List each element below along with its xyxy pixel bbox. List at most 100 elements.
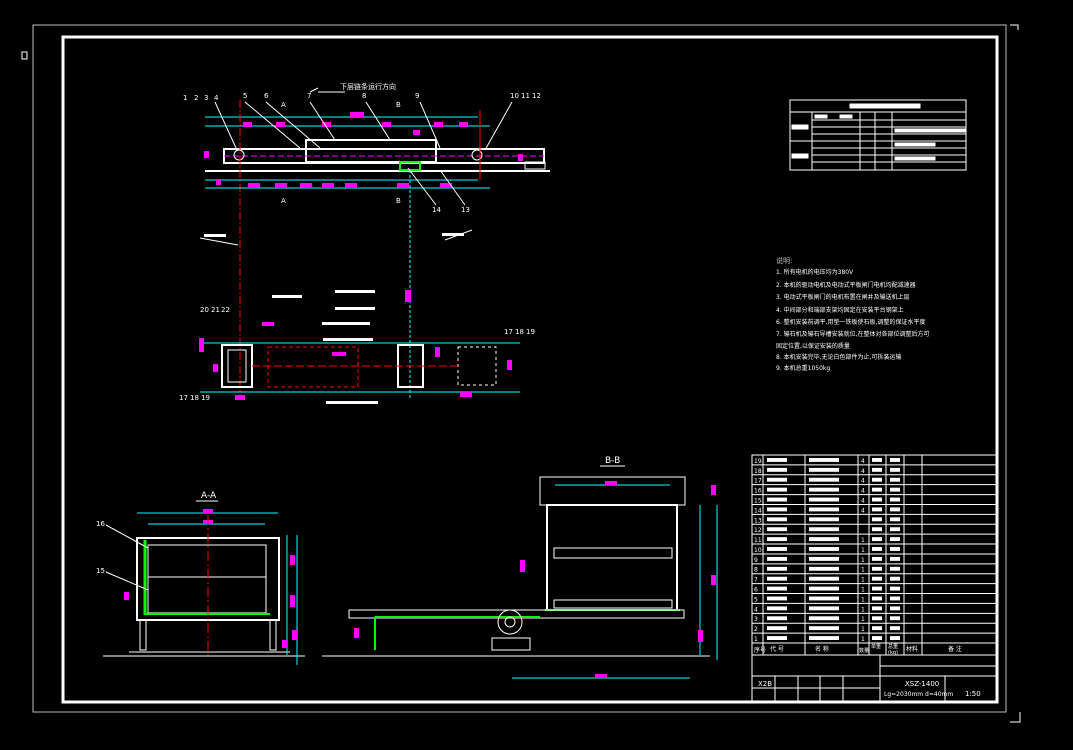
row-quantity: 4 bbox=[861, 468, 865, 475]
corner-mark bbox=[21, 51, 28, 60]
illegible-text-block bbox=[767, 467, 787, 472]
plan-view: 20 21 22 17 18 19 17 18 19 bbox=[179, 290, 535, 404]
illegible-text-block bbox=[872, 566, 882, 571]
balloon: 13 bbox=[461, 206, 470, 214]
balloon: 2 bbox=[194, 94, 198, 102]
direction-note: 下层链条运行方向 bbox=[340, 82, 396, 91]
header-material: 材料 bbox=[906, 645, 918, 653]
row-quantity: 1 bbox=[861, 547, 865, 554]
section-mark: A bbox=[281, 101, 286, 109]
row-number: 11 bbox=[754, 537, 762, 544]
illegible-text-block bbox=[872, 556, 882, 561]
balloon: 10 bbox=[510, 92, 519, 100]
balloon: 3 bbox=[204, 94, 208, 102]
row-quantity: 1 bbox=[861, 557, 865, 564]
corner-mark bbox=[1010, 24, 1021, 723]
title-spec: Lg=2030mm d=40mm bbox=[884, 691, 953, 698]
title-name: XSZ-1400 bbox=[905, 680, 939, 688]
illegible-text-block bbox=[890, 537, 900, 542]
note-item: 固定位置,以保证安装的质量 bbox=[776, 342, 850, 350]
illegible-text-block bbox=[872, 636, 882, 640]
header-qty: 数量 bbox=[859, 647, 869, 654]
illegible-text-block bbox=[809, 596, 839, 601]
illegible-text-block bbox=[809, 626, 839, 631]
row-quantity: 1 bbox=[861, 626, 865, 633]
row-quantity: 4 bbox=[861, 497, 865, 504]
balloon: 1 bbox=[183, 94, 187, 102]
illegible-text-block bbox=[809, 606, 839, 611]
illegible-text-block bbox=[890, 626, 900, 631]
balloon: 4 bbox=[214, 94, 219, 102]
illegible-text-block bbox=[809, 507, 839, 512]
illegible-text-block bbox=[890, 566, 900, 571]
row-number: 9 bbox=[754, 557, 758, 564]
illegible-text-block bbox=[872, 537, 882, 542]
illegible-text-block bbox=[872, 477, 882, 482]
title-scale: 1:50 bbox=[965, 690, 981, 698]
illegible-text-block bbox=[890, 586, 900, 591]
illegible-text-block bbox=[890, 467, 900, 472]
illegible-text-block bbox=[890, 616, 900, 621]
illegible-text-block bbox=[872, 487, 882, 492]
row-number: 1 bbox=[754, 636, 758, 643]
balloon: 11 bbox=[521, 92, 530, 100]
illegible-text-block bbox=[890, 596, 900, 601]
illegible-text-block bbox=[890, 556, 900, 561]
row-number: 15 bbox=[754, 497, 762, 504]
row-quantity: 1 bbox=[861, 606, 865, 613]
balloon: 22 bbox=[221, 306, 230, 314]
row-number: 12 bbox=[754, 527, 762, 534]
balloon: 18 bbox=[515, 328, 524, 336]
illegible-text-block bbox=[767, 537, 787, 542]
row-number: 16 bbox=[754, 488, 762, 495]
illegible-text-block bbox=[809, 616, 839, 621]
balloon: 5 bbox=[243, 92, 247, 100]
parts-list bbox=[751, 454, 998, 702]
note-item: 9. 本机总重1050kg bbox=[776, 364, 830, 372]
row-number: 5 bbox=[754, 596, 758, 603]
illegible-text-block bbox=[890, 606, 900, 611]
illegible-text-block bbox=[872, 586, 882, 591]
balloon: 19 bbox=[201, 394, 210, 402]
row-quantity: 4 bbox=[861, 488, 865, 495]
illegible-text-block bbox=[767, 556, 787, 561]
illegible-text-block bbox=[872, 576, 882, 581]
balloon: 15 bbox=[96, 567, 105, 575]
row-quantity: 1 bbox=[861, 537, 865, 544]
illegible-text-block bbox=[890, 517, 900, 522]
illegible-text-block bbox=[809, 556, 839, 561]
row-quantity: 1 bbox=[861, 567, 865, 574]
section-mark: B bbox=[396, 101, 401, 109]
balloon: 8 bbox=[362, 92, 366, 100]
row-quantity: 1 bbox=[861, 616, 865, 623]
illegible-text-block bbox=[890, 636, 900, 640]
header-name: 名 称 bbox=[815, 645, 829, 653]
section-mark: A bbox=[281, 197, 286, 205]
drawing-frame bbox=[61, 35, 999, 704]
illegible-text-block bbox=[809, 467, 839, 472]
illegible-text-block bbox=[809, 497, 839, 502]
parts-list-row: 13 bbox=[752, 517, 997, 525]
illegible-text-block bbox=[890, 576, 900, 581]
illegible-text-block bbox=[809, 477, 839, 482]
illegible-text-block bbox=[872, 626, 882, 631]
illegible-text-block bbox=[767, 606, 787, 611]
balloon: 20 bbox=[200, 306, 209, 314]
illegible-text-block bbox=[872, 458, 882, 462]
illegible-text-block bbox=[890, 477, 900, 482]
header-remark: 备 注 bbox=[948, 645, 962, 653]
illegible-text-block bbox=[872, 527, 882, 532]
illegible-text-block bbox=[809, 517, 839, 522]
header-unit-weight: 单重 bbox=[871, 643, 881, 650]
header-code: 代 号 bbox=[770, 645, 784, 653]
row-quantity: 4 bbox=[861, 458, 865, 465]
header-unit: (kg) bbox=[888, 650, 898, 656]
